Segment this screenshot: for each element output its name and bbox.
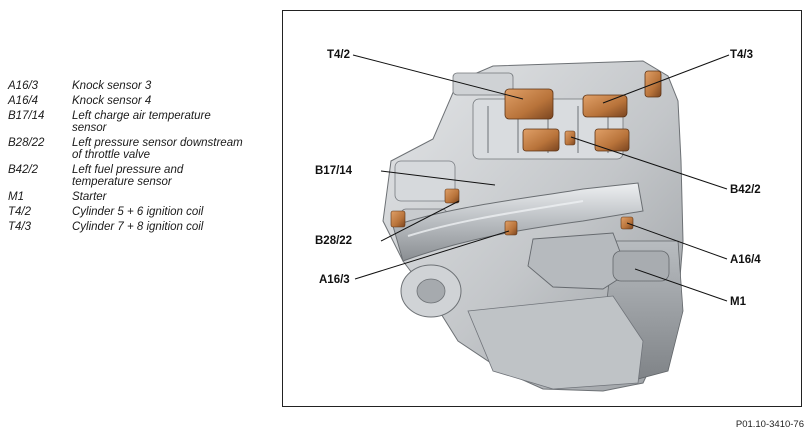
legend-item: A16/4 Knock sensor 4 xyxy=(8,95,276,107)
legend-description: Starter xyxy=(72,191,107,203)
legend-description: Left pressure sensor downstream of throt… xyxy=(72,137,243,161)
callout-m1: M1 xyxy=(730,296,747,308)
callout-b1714: B17/14 xyxy=(315,165,353,177)
figure-reference: P01.10-3410-76 xyxy=(735,419,804,430)
callout-a164: A16/4 xyxy=(730,254,761,266)
legend-item: T4/2 Cylinder 5 + 6 ignition coil xyxy=(8,206,276,218)
callout-b422: B42/2 xyxy=(730,184,761,196)
callout-b2822: B28/22 xyxy=(315,235,352,247)
legend-description: Left fuel pressure and temperature senso… xyxy=(72,164,184,188)
legend-code: T4/3 xyxy=(8,221,32,233)
sensor-b2822 xyxy=(390,210,406,228)
legend-code: B17/14 xyxy=(8,110,45,122)
legend-description: Knock sensor 4 xyxy=(72,95,152,107)
knock-sensor-a163 xyxy=(504,220,518,236)
legend-description: Cylinder 7 + 8 ignition coil xyxy=(72,221,204,233)
engine-figure: T4/2 T4/3 B17/14 B42/2 B28/22 A16/4 A16/… xyxy=(282,10,802,407)
legend-item: B28/22 Left pressure sensor downstream o… xyxy=(8,137,276,161)
ignition-coil-t42 xyxy=(504,88,554,120)
legend-item: T4/3 Cylinder 7 + 8 ignition coil xyxy=(8,221,276,233)
callout-a163: A16/3 xyxy=(319,274,350,286)
engine-illustration: T4/2 T4/3 B17/14 B42/2 B28/22 A16/4 A16/… xyxy=(315,49,761,392)
legend-code: A16/4 xyxy=(8,95,39,107)
intake-pipe xyxy=(392,182,644,262)
legend-code: T4/2 xyxy=(8,206,32,218)
legend-description: Cylinder 5 + 6 ignition coil xyxy=(72,206,204,218)
callout-t42: T4/2 xyxy=(327,49,350,61)
legend-item: B17/14 Left charge air temperature senso… xyxy=(8,110,276,134)
legend-item: A16/3 Knock sensor 3 xyxy=(8,80,276,92)
sensor-b1714 xyxy=(444,188,460,204)
legend-description: Left charge air temperature sensor xyxy=(72,110,211,134)
legend-code: B28/22 xyxy=(8,137,45,149)
copper-components xyxy=(390,70,662,236)
legend-code: M1 xyxy=(8,191,24,203)
legend: A16/3 Knock sensor 3 A16/4 Knock sensor … xyxy=(8,80,276,236)
legend-item: M1 Starter xyxy=(8,191,276,203)
callout-lines xyxy=(352,54,730,302)
legend-item: B42/2 Left fuel pressure and temperature… xyxy=(8,164,276,188)
legend-description: Knock sensor 3 xyxy=(72,80,152,92)
legend-code: B42/2 xyxy=(8,164,39,176)
callout-t43: T4/3 xyxy=(730,49,753,61)
ignition-coil-t43 xyxy=(582,94,628,118)
legend-code: A16/3 xyxy=(8,80,39,92)
